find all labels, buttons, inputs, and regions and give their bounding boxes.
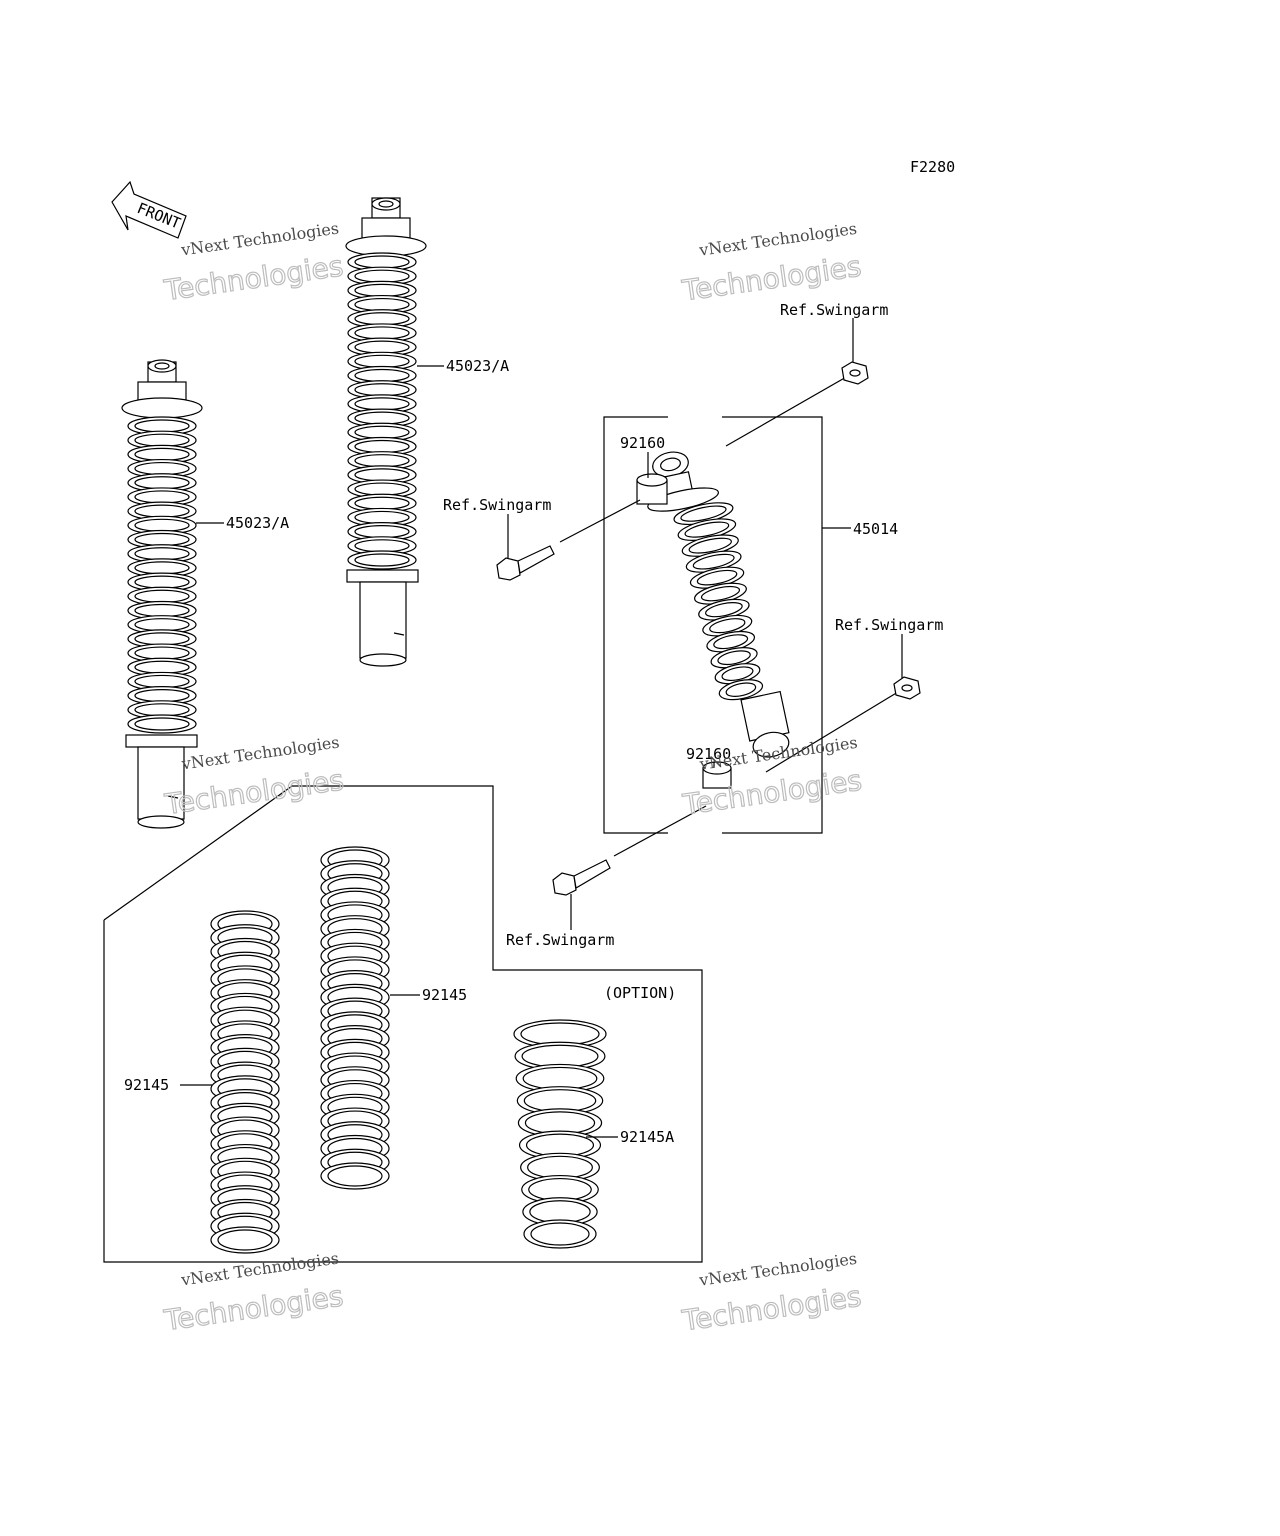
spring-coil [523,1219,597,1249]
spring-coil-inner [217,1229,273,1251]
shock-absorber-45014 [647,451,790,758]
spring-coil-inner [725,682,757,697]
spring-coil-inner [705,602,743,618]
spring-coil-inner [134,717,190,731]
shock-absorber-45023a-lower [121,359,203,829]
spring-coil [718,679,764,701]
collar-92160-top [636,473,668,505]
spring-coil-inner [709,618,746,634]
bracket-45014-right [722,416,823,834]
label-92145-middle: 92145 [422,986,467,1004]
springs-group-outline [103,785,703,1263]
figure-code: F2280 [910,158,955,176]
spring-coil-inner [680,505,727,522]
nut-mid-right [893,676,921,700]
watermark-bottom-right: vNext Technologies Technologies [679,1249,864,1338]
label-92160-top: 92160 [620,434,665,452]
spring-coil-inner [700,585,741,602]
spring-92145a-option [513,1019,607,1249]
label-ref-top-right: Ref.Swingarm [780,301,888,319]
spring-coil-inner [721,666,754,682]
bolt-bottom [552,859,611,896]
spring-coil-inner [327,1165,383,1187]
bracket-45014-left [603,416,668,834]
collar-92160-bottom [702,761,732,789]
watermark-top-right: vNext Technologies Technologies [679,219,864,308]
label-ref-mid-right: Ref.Swingarm [835,616,943,634]
spring-coil-inner [354,553,410,567]
axis-line-top-right [725,375,849,447]
bolt-top-left [496,545,555,581]
axis-line-bottom [613,805,707,857]
label-45023a-upper: 45023/A [446,357,509,375]
axis-line-mid-right [765,691,899,773]
nut-top-right [841,361,869,385]
spring-coil-inner [692,553,735,570]
spring-coil [320,1162,390,1190]
label-45014: 45014 [853,520,898,538]
axis-line-top-left [559,499,641,543]
label-92145-left: 92145 [124,1076,169,1094]
label-92160-bottom: 92160 [686,745,731,763]
label-45023a-lower: 45023/A [226,514,289,532]
spring-92145-middle [320,846,390,1190]
watermark-top-left: vNext Technologies Technologies [161,219,346,308]
spring-coil-inner [530,1222,590,1246]
label-ref-bottom: Ref.Swingarm [506,931,614,949]
label-92145a: 92145A [620,1128,674,1146]
spring-coil [210,1226,280,1254]
label-ref-top-left: Ref.Swingarm [443,496,551,514]
spring-coil-inner [688,537,732,554]
shock-absorber-45023a-upper [345,197,427,667]
spring-coil-inner [696,569,738,586]
spring-coil-inner [684,521,730,538]
spring-92145-left [210,910,280,1254]
spring-coil-inner [713,634,749,650]
label-option: (OPTION) [604,984,676,1002]
spring-coil-inner [717,650,751,666]
front-arrow-icon: FRONT [111,180,187,239]
